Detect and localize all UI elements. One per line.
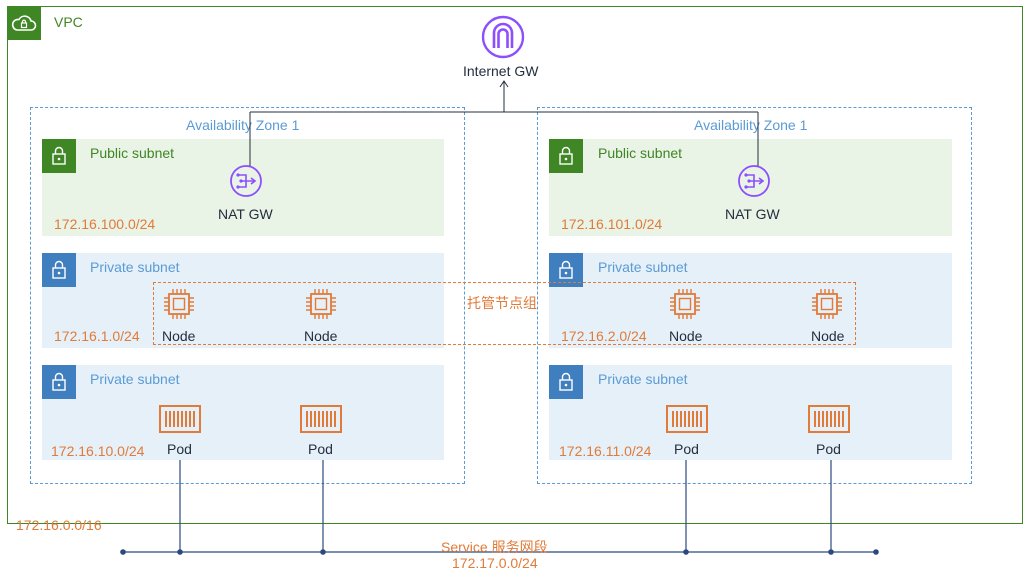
- availability-zone-label: Availability Zone 1: [694, 117, 808, 133]
- lock-icon: [42, 253, 76, 287]
- private-subnet-cidr: 172.16.1.0/24: [54, 328, 140, 344]
- availability-zone-1: [30, 107, 465, 484]
- vpc-cidr: 172.16.0.0/16: [16, 517, 102, 533]
- availability-zone-2: [537, 107, 972, 484]
- internet-gateway-icon: [481, 15, 525, 64]
- private-subnet-title: Private subnet: [90, 259, 180, 275]
- availability-zone-label: Availability Zone 1: [186, 117, 300, 133]
- node-label: Node: [304, 328, 338, 344]
- chip-icon: [669, 288, 701, 325]
- container-icon: [808, 405, 850, 438]
- pod-label: Pod: [816, 441, 841, 457]
- public-subnet-cidr: 172.16.100.0/24: [54, 216, 156, 232]
- service-network-cidr: 172.17.0.0/24: [452, 555, 538, 571]
- vpc-label: VPC: [54, 14, 83, 30]
- private-subnet-pods: [42, 365, 444, 460]
- service-network-label: Service 服务网段: [441, 539, 548, 555]
- nat-gateway-label: NAT GW: [725, 206, 780, 222]
- pod-label: Pod: [674, 441, 699, 457]
- private-subnet-title: Private subnet: [598, 259, 688, 275]
- pod-label: Pod: [308, 441, 333, 457]
- private-subnet-title: Private subnet: [90, 371, 180, 387]
- chip-icon: [163, 288, 195, 325]
- node-label: Node: [162, 328, 196, 344]
- managed-node-group: [153, 282, 856, 345]
- private-subnet-nodes: [549, 253, 952, 348]
- lock-icon: [549, 365, 583, 399]
- vpc-cloud-lock-icon: [7, 6, 41, 40]
- node-label: Node: [811, 328, 845, 344]
- chip-icon: [305, 288, 337, 325]
- internet-gateway-label: Internet GW: [463, 63, 539, 79]
- public-subnet-title: Public subnet: [598, 145, 683, 161]
- private-subnet-pods: [549, 365, 952, 460]
- nat-gateway-label: NAT GW: [218, 206, 273, 222]
- lock-icon: [42, 139, 76, 173]
- private-subnet-nodes: [42, 253, 444, 348]
- private-subnet-title: Private subnet: [598, 371, 688, 387]
- managed-node-group-label: 托管节点组: [467, 295, 537, 311]
- container-icon: [300, 405, 342, 438]
- chip-icon: [811, 288, 843, 325]
- private-subnet-cidr: 172.16.11.0/24: [559, 443, 652, 459]
- lock-icon: [42, 365, 76, 399]
- vpc-boundary: [7, 6, 1023, 524]
- container-icon: [666, 405, 708, 438]
- public-subnet-title: Public subnet: [90, 145, 175, 161]
- lock-icon: [549, 139, 583, 173]
- private-subnet-cidr: 172.16.2.0/24: [561, 328, 647, 344]
- public-subnet-cidr: 172.16.101.0/24: [561, 216, 663, 232]
- nat-gateway-icon: [229, 164, 263, 203]
- private-subnet-cidr: 172.16.10.0/24: [51, 443, 145, 459]
- pod-label: Pod: [167, 441, 192, 457]
- container-icon: [159, 405, 201, 438]
- node-label: Node: [669, 328, 703, 344]
- nat-gateway-icon: [737, 164, 771, 203]
- lock-icon: [549, 253, 583, 287]
